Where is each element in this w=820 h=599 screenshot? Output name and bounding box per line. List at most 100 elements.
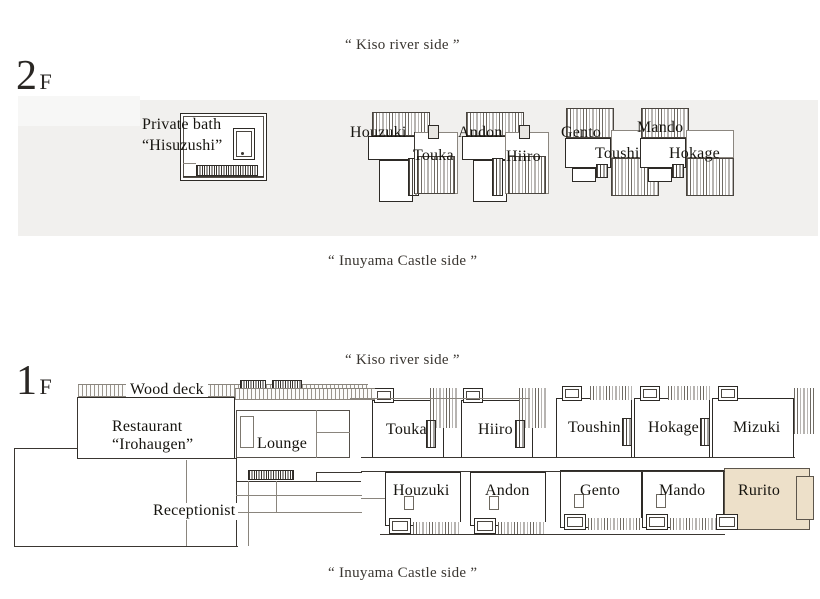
houzuki-1f-bath-fixture xyxy=(389,518,411,534)
building-shell-right-vertical xyxy=(236,458,238,547)
mando-1f-deck-hatch xyxy=(670,518,724,530)
room-mando-2f-lower xyxy=(648,168,672,182)
caption-kiso-river-side-2f: “ Kiso river side ” xyxy=(345,37,460,53)
building-shell-left-vertical xyxy=(14,448,16,547)
mando-1f-closet xyxy=(656,494,666,508)
houzuki-1f-deck-hatch xyxy=(413,522,461,534)
mizuki-1f-entry-hatch xyxy=(794,388,816,434)
floor-label-1f: 1F xyxy=(16,360,52,402)
lounge-label: Lounge xyxy=(254,435,311,453)
floor-1f-section: 1F “ Kiso river side ” Wood deck Restaur… xyxy=(0,300,820,599)
room-andon-1f-label: Andon xyxy=(485,482,530,499)
touka-1f-stairs xyxy=(426,420,436,448)
hokage-1f-bath-fixture xyxy=(640,386,660,401)
lounge-inner-line-b xyxy=(316,432,350,433)
building-shell-step-vertical xyxy=(77,397,79,449)
upper-corridor-hatch xyxy=(235,388,375,400)
room-houzuki-2f-lower xyxy=(379,160,413,202)
gento-stair-2f xyxy=(596,164,608,178)
room-rurito-1f-annex xyxy=(796,476,814,520)
hiiro-alcove-2f xyxy=(519,125,530,139)
toushin-1f-entry-hatch xyxy=(590,386,632,400)
upper-row-bottom-edge xyxy=(361,457,795,459)
room-hiiro-1f-label: Hiiro xyxy=(478,421,513,438)
touka-tatami-2f xyxy=(417,156,455,194)
floor-label-1f-number: 1 xyxy=(16,358,38,404)
room-houzuki-1f xyxy=(385,472,461,526)
room-touka-2f-label: Touka xyxy=(413,147,454,164)
room-mando-2f xyxy=(640,138,686,168)
room-gento-2f-lower xyxy=(572,168,596,182)
private-bath-inner-outline xyxy=(183,116,264,178)
hiiro-1f-stairs xyxy=(515,420,525,448)
touka-1f-entry-hatch xyxy=(430,388,458,428)
building-shell-top-left xyxy=(14,448,78,450)
room-hokage-2f-label: Hokage xyxy=(669,145,720,162)
reception-counter-step xyxy=(316,472,362,474)
room-hokage-2f xyxy=(686,130,734,158)
rurito-1f-bath-fixture xyxy=(716,514,738,530)
reception-desk-line-a xyxy=(236,495,362,496)
hiiro-1f-bath-fixture xyxy=(463,388,483,403)
mando-tatami-2f xyxy=(641,108,689,138)
wood-deck-label: Wood deck xyxy=(126,381,208,399)
hokage-1f-entry-hatch xyxy=(668,386,710,400)
caption-kiso-river-side-1f: “ Kiso river side ” xyxy=(345,352,460,368)
room-houzuki-1f-label: Houzuki xyxy=(393,482,450,499)
floor-2f-section: 2F “ Kiso river side ” Private bath “His… xyxy=(0,0,820,290)
toushin-1f-bath-fixture xyxy=(562,386,582,401)
restaurant-label: Restaurant xyxy=(112,418,183,435)
reception-desk-line-c xyxy=(248,481,249,546)
gento-1f-closet xyxy=(574,494,584,508)
room-touka-1f-label: Touka xyxy=(386,421,427,438)
andon-1f-closet xyxy=(489,496,499,510)
toushin-1f-stairs xyxy=(622,418,632,446)
lower-row-bottom-edge xyxy=(380,534,725,536)
andon-1f-deck-hatch xyxy=(498,522,546,534)
hokage-1f-stairs xyxy=(700,418,710,446)
reception-stair xyxy=(248,470,294,480)
room-gento-2f-label: Gento xyxy=(561,124,602,141)
floor-label-2f-suffix: F xyxy=(39,69,53,94)
reception-desk-line-d xyxy=(276,481,277,512)
room-rurito-1f xyxy=(724,468,810,530)
gento-1f-bath-fixture xyxy=(564,514,586,530)
lower-row-top-edge xyxy=(361,471,725,473)
room-gento-1f-label: Gento xyxy=(580,482,621,499)
bath-washing-area-hatch xyxy=(196,165,258,176)
bath-step-line xyxy=(183,163,196,164)
room-mizuki-1f xyxy=(712,398,794,458)
room-rurito-1f-label: Rurito xyxy=(738,482,781,499)
background-band-2f-lower xyxy=(18,218,818,236)
reception-counter-step-v xyxy=(316,472,318,482)
andon-stairs-2f xyxy=(492,158,503,196)
lounge-outline xyxy=(236,410,350,458)
room-hokage-1f xyxy=(634,398,710,458)
mando-stair-2f xyxy=(672,164,684,178)
private-bath-label: Private bath xyxy=(142,116,222,133)
gento-tatami-2f xyxy=(566,108,614,138)
room-hiiro-2f-label: Hiiro xyxy=(506,148,541,165)
room-andon-2f-label: Andon xyxy=(458,124,503,141)
lounge-inner-line-a xyxy=(316,410,317,458)
room-gento-2f xyxy=(565,138,611,168)
caption-inuyama-castle-side-2f: “ Inuyama Castle side ” xyxy=(328,253,478,269)
reception-desk-line-b xyxy=(236,512,362,513)
room-mizuki-1f-label: Mizuki xyxy=(733,419,781,436)
gento-1f-deck-hatch xyxy=(588,518,642,530)
receptionist-label: Receptionist xyxy=(150,502,239,520)
houzuki-tatami-2f xyxy=(372,112,430,136)
lower-row-corridor xyxy=(361,498,385,499)
touka-alcove-2f xyxy=(428,125,439,139)
houzuki-1f-closet xyxy=(404,496,414,510)
mando-1f-bath-fixture xyxy=(646,514,668,530)
room-hokage-1f-label: Hokage xyxy=(648,419,699,436)
background-band-2f-upper xyxy=(18,96,140,126)
private-bath-name-label: “Hisuzushi” xyxy=(142,137,223,154)
hokage-tatami-2f xyxy=(686,158,734,196)
floor-label-2f: 2F xyxy=(16,55,52,97)
room-houzuki-2f-label: Houzuki xyxy=(350,124,407,141)
building-shell-mid-horizontal xyxy=(77,458,236,460)
hiiro-tatami-2f xyxy=(508,156,546,194)
restaurant-name-label: “Irohaugen” xyxy=(112,436,194,453)
